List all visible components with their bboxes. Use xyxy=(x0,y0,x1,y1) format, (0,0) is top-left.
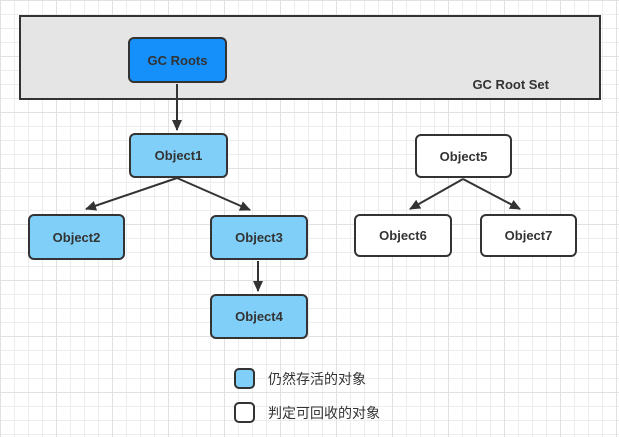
node-object7: Object7 xyxy=(480,214,577,257)
node-object4-label: Object4 xyxy=(235,309,283,324)
node-object3-label: Object3 xyxy=(235,230,283,245)
legend-label-alive: 仍然存活的对象 xyxy=(268,370,366,387)
node-object2-label: Object2 xyxy=(52,229,101,245)
node-object2: Object2 xyxy=(28,214,125,260)
node-object3: Object3 xyxy=(210,215,308,260)
legend-swatch-alive xyxy=(234,368,255,389)
node-gc-roots: GC Roots xyxy=(128,37,227,83)
edge-object1-object3 xyxy=(176,177,251,211)
gc-root-set-label: GC Root Set xyxy=(472,77,549,92)
node-object4: Object4 xyxy=(210,294,308,339)
legend-swatch-dead xyxy=(234,402,255,423)
gc-root-set-container: GC Root Set xyxy=(19,15,601,100)
node-object1: Object1 xyxy=(129,133,228,178)
edge-object5-object7 xyxy=(462,178,521,210)
legend-item-dead: 判定可回收的对象 xyxy=(234,402,380,423)
node-object7-label: Object7 xyxy=(504,228,553,243)
node-object1-label: Object1 xyxy=(154,148,203,163)
node-object5: Object5 xyxy=(415,134,512,178)
node-object6: Object6 xyxy=(354,214,452,257)
node-object5-label: Object5 xyxy=(439,148,488,164)
legend-label-dead: 判定可回收的对象 xyxy=(268,404,380,421)
node-object6-label: Object6 xyxy=(379,228,427,243)
legend-item-alive: 仍然存活的对象 xyxy=(234,368,366,389)
node-gc-roots-label: GC Roots xyxy=(147,52,208,68)
edge-object5-object6 xyxy=(409,178,464,210)
edge-object1-object2 xyxy=(85,177,178,211)
